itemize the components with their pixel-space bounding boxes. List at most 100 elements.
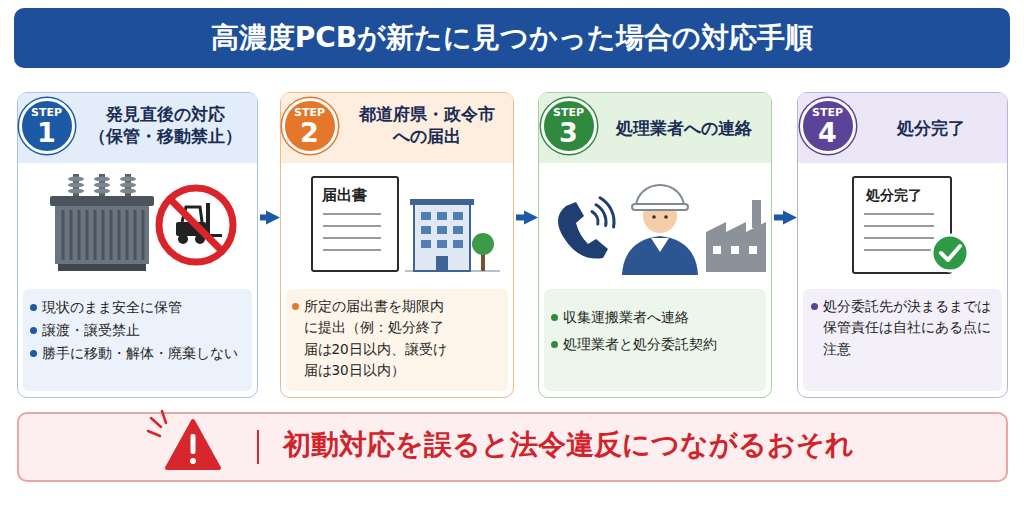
fin: [70, 210, 73, 260]
warning-icon: [148, 411, 258, 468]
warning-text: 初動対応を誤ると法令違反につながるおそれ: [283, 427, 1003, 463]
bullet-text: 所定の届出書を期限内に提出（例：処分終了届は20日以内、譲受け届は30日以内）: [304, 296, 456, 382]
check-mark: [941, 246, 960, 260]
insulator-disc: [94, 189, 110, 194]
prohibition-slash: [171, 200, 221, 250]
chimney: [752, 200, 761, 228]
fin: [118, 210, 121, 260]
forklift-fork: [210, 234, 222, 237]
warning-banner: 初動対応を誤ると法令違反につながるおそれ: [17, 412, 1008, 482]
worker-eye: [664, 215, 668, 219]
bullet-dot: [551, 314, 558, 321]
step-heading: 処理業者への連絡: [598, 117, 770, 140]
check-badge: [932, 235, 968, 271]
window: [421, 212, 431, 220]
hard-hat: [636, 185, 684, 207]
text-line: [864, 249, 934, 251]
forklift-cab: [182, 207, 202, 222]
insulator: [99, 174, 105, 198]
tree-crown: [472, 233, 494, 255]
window: [453, 212, 463, 220]
insulator-disc: [120, 189, 136, 194]
bullet-dot: [30, 304, 37, 311]
window: [437, 212, 447, 220]
signal-arc: [592, 212, 598, 225]
factory-building: [706, 222, 766, 272]
text-line: [323, 249, 381, 251]
signal-arc: [600, 198, 614, 227]
step-number: 2: [282, 118, 338, 148]
bullet-text: 収集運搬業者へ連絡: [563, 307, 763, 329]
bullet-text: 処理業者と処分委託契約: [563, 334, 763, 356]
exclamation-bar: [191, 434, 196, 454]
fin: [110, 210, 113, 260]
text-line: [864, 213, 934, 215]
separator-line: [257, 430, 259, 464]
exclamation-dot: [190, 458, 196, 464]
transformer-lid: [50, 196, 154, 206]
forklift-mast: [206, 203, 210, 239]
worker-collar: [651, 238, 669, 252]
bullet-dot: [292, 303, 299, 310]
bullet-text: 処分委託先が決まるまでは保管責任は自社にある点に注意: [823, 296, 995, 361]
connector-layer: [260, 217, 789, 218]
fin: [86, 210, 89, 260]
insulator: [73, 174, 79, 198]
bullet-dot: [811, 303, 818, 310]
window: [453, 240, 463, 248]
window: [437, 240, 447, 248]
alert-ray: [148, 431, 160, 436]
step-label: STEP: [19, 107, 75, 118]
title-banner: 高濃度PCBが新たに見つかった場合の対応手順: [14, 8, 1010, 68]
text-line: [864, 225, 934, 227]
insulator: [125, 174, 131, 198]
step-number: 1: [19, 118, 75, 148]
step-badge: STEP1: [19, 98, 75, 154]
step-label: STEP: [800, 107, 856, 118]
bullet-text: 現状のまま安全に保管: [42, 297, 252, 319]
ground-line: [405, 270, 500, 272]
tree-trunk: [481, 250, 485, 271]
insulator-disc: [120, 177, 136, 182]
transformer-base: [58, 264, 146, 271]
text-line: [323, 213, 381, 215]
window: [437, 226, 447, 234]
insulator-disc: [94, 177, 110, 182]
fin: [126, 210, 129, 260]
transformer-fins: [63, 210, 143, 260]
flow-arrow: [260, 214, 272, 220]
fin: [102, 210, 105, 260]
hard-hat-brim: [632, 204, 688, 210]
flow-arrow: [516, 214, 530, 220]
insulator-disc: [68, 177, 84, 182]
worker-eye: [652, 215, 656, 219]
step-card: 都道府県・政令市 への届出所定の届出書を期限内に提出（例：処分終了届は20日以内…: [280, 92, 514, 398]
no-forklift-sign: [159, 188, 233, 262]
step-badge: STEP3: [541, 98, 597, 154]
flow-arrow: [774, 214, 789, 220]
worker-face: [643, 199, 677, 233]
transformer-illustration: [50, 174, 154, 271]
warning-triangle: [167, 421, 219, 468]
document-title: 処分完了: [866, 187, 948, 204]
bullet-text: 譲渡・譲受禁止: [42, 320, 252, 342]
document-icon: 処分完了: [852, 176, 952, 274]
insulator-disc: [68, 189, 84, 194]
alert-ray: [151, 418, 161, 427]
fin: [78, 210, 81, 260]
step-badge: STEP4: [800, 98, 856, 154]
insulator-disc: [120, 183, 136, 188]
bullet-dot: [30, 327, 37, 334]
step-number: 4: [800, 118, 856, 148]
fin: [142, 210, 145, 260]
door: [436, 256, 448, 271]
step-card: 発見直後の対応 （保管・移動禁止）現状のまま安全に保管譲渡・譲受禁止勝手に移動・…: [17, 92, 258, 398]
text-line: [323, 237, 381, 239]
step-heading: 処分完了: [858, 117, 1004, 140]
transformer-body: [55, 206, 149, 264]
office-building: [405, 199, 500, 271]
factory-window: [713, 246, 721, 254]
document-title: 届出書: [322, 186, 392, 204]
